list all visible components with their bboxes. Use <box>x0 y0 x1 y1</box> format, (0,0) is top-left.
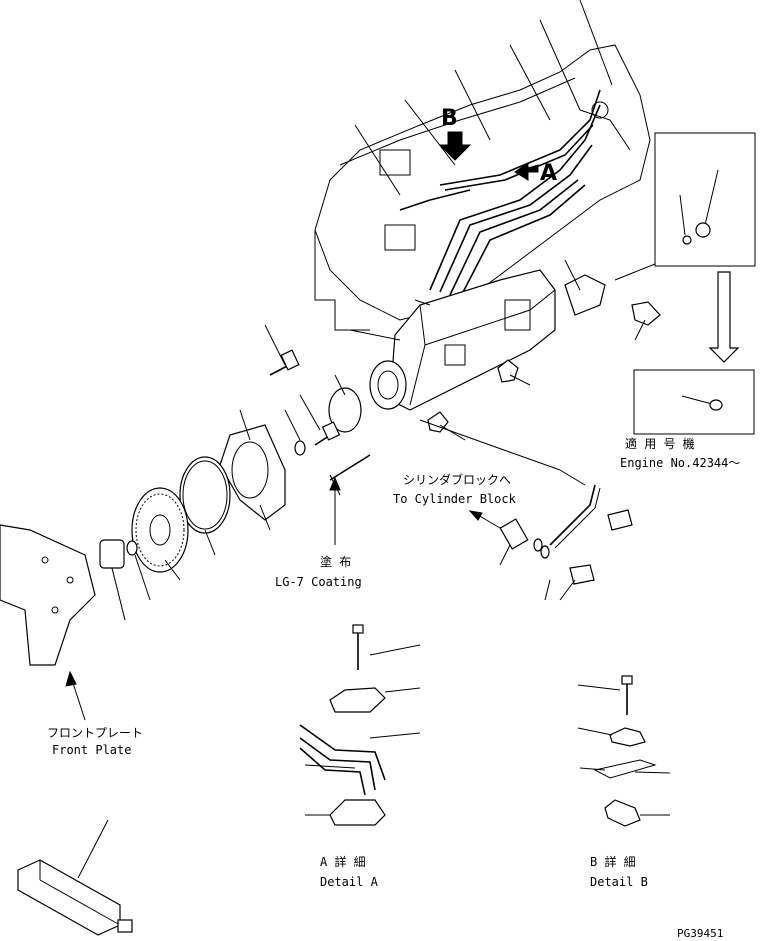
detail-a <box>299 624 421 826</box>
engine-no-en: Engine No.42344～ <box>620 456 740 470</box>
leader-lines <box>111 0 646 621</box>
arrow-b: B <box>438 106 472 161</box>
pump-bracket <box>564 274 606 316</box>
washer <box>294 440 306 456</box>
cyl-block-en: To Cylinder Block <box>393 492 517 506</box>
detail-b-jp: B 詳 細 <box>590 854 636 869</box>
engine-block <box>314 44 651 331</box>
banjo-bolt <box>607 509 633 531</box>
injection-pump <box>369 269 556 411</box>
detail-b <box>577 675 671 827</box>
inset-box-nut <box>614 132 756 281</box>
svg-text:B: B <box>441 106 458 131</box>
detail-b-en: Detail B <box>590 875 648 889</box>
stud <box>329 454 371 481</box>
gasket-ring <box>179 456 231 534</box>
svg-text:A: A <box>540 161 557 186</box>
washer <box>126 540 138 556</box>
drive-gear <box>131 487 189 573</box>
tool <box>17 819 133 936</box>
pump-flange <box>219 424 286 521</box>
detail-a-en: Detail A <box>320 875 379 889</box>
inset-box-washer <box>633 369 755 435</box>
banjo-bolt <box>569 564 595 585</box>
coating-jp: 塗 布 <box>320 554 351 569</box>
front-plate-en: Front Plate <box>52 743 131 757</box>
injection-pipes <box>399 89 601 299</box>
cyl-block-jp: シリンダブロックへ <box>403 472 511 487</box>
bracket-bolt <box>631 301 661 326</box>
front-plate <box>0 524 96 666</box>
bushing <box>99 539 125 569</box>
arrow-a: A <box>514 161 557 186</box>
connector <box>499 518 529 550</box>
coating-en: LG-7 Coating <box>275 575 362 589</box>
down-arrow <box>708 271 740 363</box>
drawing-code: PG39451 <box>677 927 723 940</box>
detail-a-jp: A 詳 細 <box>320 854 366 869</box>
engine-no-jp: 適 用 号 機 <box>625 436 695 451</box>
o-ring <box>328 387 362 433</box>
lube-pipe <box>549 484 596 546</box>
front-plate-jp: フロントプレート <box>47 726 143 740</box>
